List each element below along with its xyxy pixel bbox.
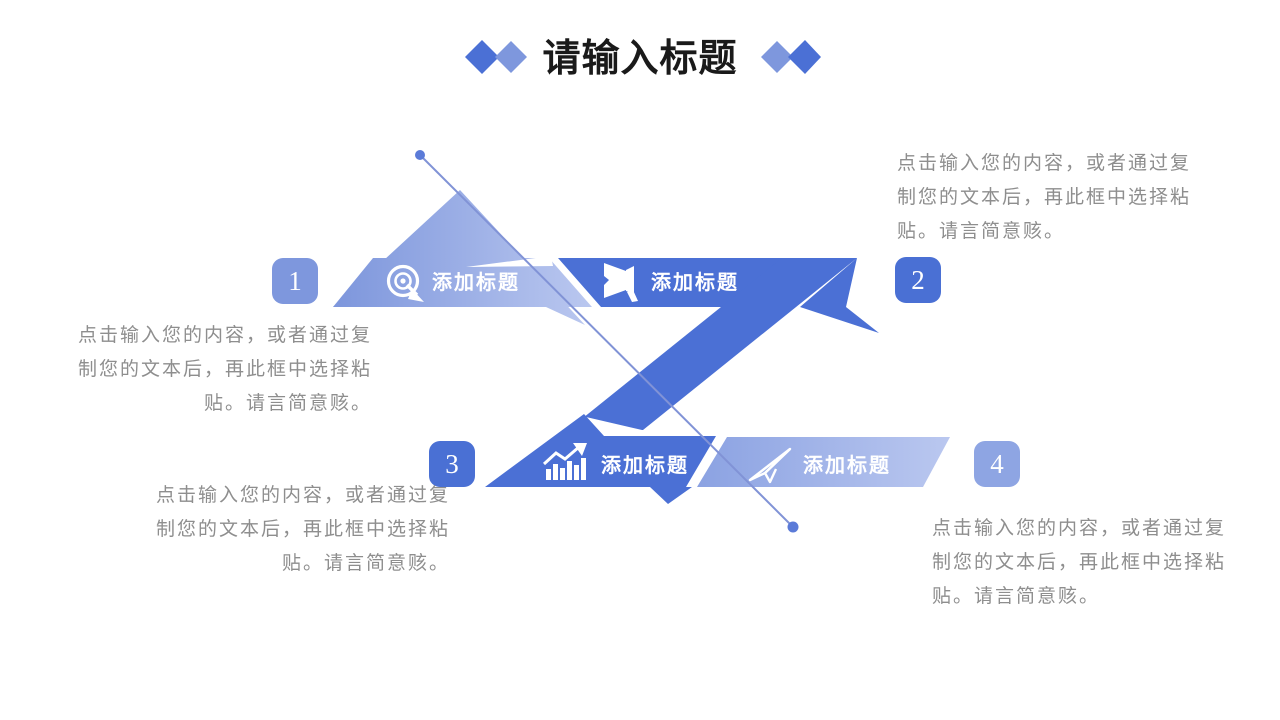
text-block-left[interactable]: 点击输入您的内容，或者通过复 制您的文本后，再此框中选择粘 贴。请言简意赅。 [78,319,372,421]
text-line: 制您的文本后，再此框中选择粘 [932,552,1227,573]
step-badge-1[interactable]: 1 [272,258,318,304]
connector-line [415,150,799,533]
step-2-label[interactable]: 添加标题 [651,271,739,294]
z-stroke-notch [586,417,668,436]
step-1-label[interactable]: 添加标题 [432,271,520,294]
target-icon [386,264,424,302]
slide-title[interactable]: 请输入标题 [542,38,737,80]
band-1-notch [466,256,553,267]
text-line: 点击输入您的内容，或者通过复 [932,518,1227,539]
text-line: 贴。请言简意赅。 [932,586,1101,607]
text-line: 制您的文本后，再此框中选择粘 [897,187,1192,208]
step-badge-2[interactable]: 2 [895,257,941,303]
step-badge-3[interactable]: 3 [429,441,475,487]
diamond-light-icon [495,41,527,73]
megaphone-icon [604,263,638,302]
text-block-bottom-left[interactable]: 点击输入您的内容，或者通过复 制您的文本后，再此框中选择粘 贴。请言简意赅。 [156,479,450,581]
diamond-dark-icon [465,40,499,74]
diamond-light-icon [761,41,793,73]
text-line: 贴。请言简意赅。 [281,553,450,574]
diamond-dark-icon [788,40,821,74]
text-line: 点击输入您的内容，或者通过复 [897,153,1192,174]
step-badge-4[interactable]: 4 [974,441,1020,487]
band-2-fold [800,258,879,333]
title-diamonds-left [465,40,527,74]
connector-dot-top [415,150,425,160]
connector-dot-bottom [787,521,799,533]
step-4-label[interactable]: 添加标题 [803,454,891,477]
title-diamonds-right [761,40,821,74]
badge-number: 2 [911,265,925,295]
badge-number: 3 [445,449,459,479]
band-3-ribbon [485,414,716,487]
text-line: 点击输入您的内容，或者通过复 [155,485,450,506]
text-line: 贴。请言简意赅。 [897,221,1066,242]
growth-chart-icon [542,443,587,480]
text-line: 点击输入您的内容，或者通过复 [77,325,372,346]
band-3-fold [650,487,692,504]
text-line: 贴。请言简意赅。 [203,393,372,414]
text-block-bottom-right[interactable]: 点击输入您的内容，或者通过复 制您的文本后，再此框中选择粘 贴。请言简意赅。 [932,512,1226,614]
text-block-top-right[interactable]: 点击输入您的内容，或者通过复 制您的文本后，再此框中选择粘 贴。请言简意赅。 [897,147,1191,249]
z-stroke [568,258,857,430]
badge-number: 1 [288,266,302,296]
badge-number: 4 [990,449,1004,479]
text-line: 制您的文本后，再此框中选择粘 [155,519,450,540]
band-1-triangle [333,190,585,325]
paper-plane-icon [748,447,792,484]
text-line: 制您的文本后，再此框中选择粘 [77,359,372,380]
step-3-label[interactable]: 添加标题 [601,454,689,477]
